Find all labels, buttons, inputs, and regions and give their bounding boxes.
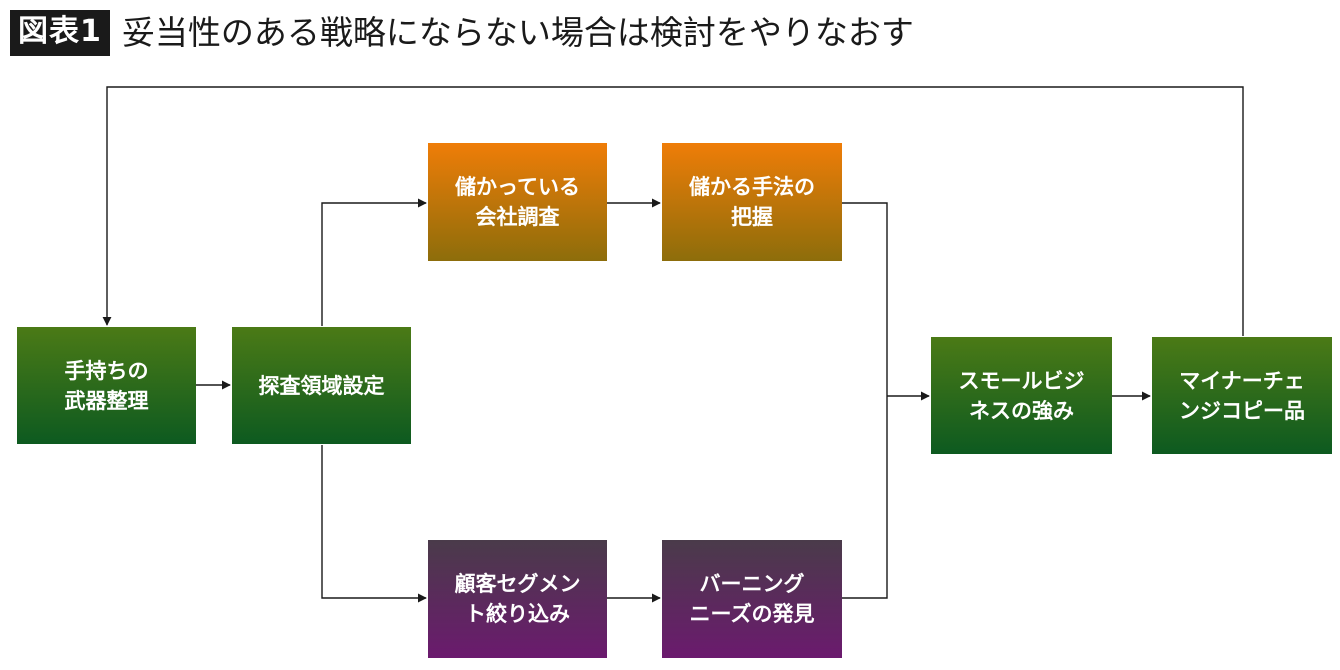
page-title: 妥当性のある戦略にならない場合は検討をやりなおす — [121, 13, 914, 52]
node-profitable-methods-label: 儲かる手法の 把握 — [689, 175, 815, 229]
figure-badge: 図表1 — [10, 10, 110, 56]
node-weapons: 手持ちの 武器整理 — [17, 327, 196, 444]
node-profitable-methods: 儲かる手法の 把握 — [662, 143, 842, 261]
node-exploration: 探査領域設定 — [232, 327, 411, 444]
node-minor-change-label: マイナーチェ ンジコピー品 — [1179, 368, 1305, 423]
node-small-business-label: スモールビジ ネスの強み — [958, 368, 1085, 423]
node-customer-segment-label: 顧客セグメン ト絞り込み — [454, 572, 581, 626]
node-small-business: スモールビジ ネスの強み — [931, 337, 1112, 454]
node-weapons-label: 手持ちの 武器整理 — [64, 358, 149, 413]
node-exploration-label: 探査領域設定 — [258, 373, 385, 398]
node-profitable-companies-label: 儲かっている 会社調査 — [455, 175, 580, 229]
title-row: 図表1 妥当性のある戦略にならない場合は検討をやりなおす — [10, 8, 914, 58]
feedback-loop-arrow — [102, 86, 1244, 336]
arrow-exploration-to-segment — [321, 445, 427, 603]
node-profitable-companies: 儲かっている 会社調査 — [428, 143, 607, 261]
node-barning-needs-label: バーニング ニーズの発見 — [689, 572, 815, 626]
node-barning-needs: バーニング ニーズの発見 — [662, 540, 842, 658]
node-customer-segment: 顧客セグメン ト絞り込み — [428, 540, 607, 658]
arrow-exploration-to-companies — [321, 198, 427, 326]
node-minor-change: マイナーチェ ンジコピー品 — [1152, 337, 1332, 454]
line-methods-to-merge — [842, 202, 888, 599]
